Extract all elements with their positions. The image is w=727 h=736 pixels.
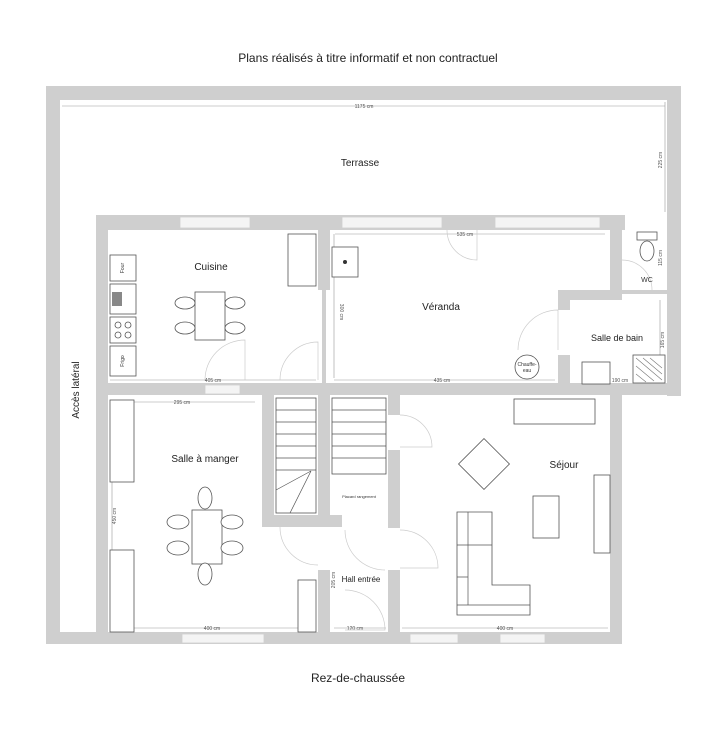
dim-veranda-depth: 300 cm: [338, 304, 344, 320]
toilet-tank: [636, 231, 658, 241]
dining-furniture: [109, 399, 317, 633]
dim-hall-width: 120 cm: [347, 626, 363, 632]
armchair: [457, 437, 511, 491]
cooktop-icon: [109, 316, 137, 344]
sink-icon: [287, 233, 317, 287]
cabinet: [297, 579, 317, 633]
room-label-hall: Hall entrée: [342, 575, 381, 584]
dim-wc-depth: 115 cm: [658, 250, 664, 266]
room-label-sejour: Séjour: [550, 460, 580, 471]
coffee-table: [532, 495, 560, 539]
dim-terrasse-depth: 225 cm: [658, 152, 664, 168]
dim-bain-width: 190 cm: [612, 378, 628, 384]
dim-veranda-top: 535 cm: [457, 232, 473, 238]
four-label: Four: [120, 263, 126, 274]
dim-sejour-width: 400 cm: [497, 626, 513, 632]
dim-cuisine-width: 405 cm: [205, 378, 221, 384]
dim-hall-depth: 205 cm: [331, 572, 337, 588]
level-label: Rez-de-chaussée: [311, 671, 405, 685]
sofa: [456, 511, 531, 616]
kitchen-furniture: [109, 233, 359, 377]
dining-table: [191, 509, 223, 565]
dim-veranda-width: 435 cm: [434, 378, 450, 384]
room-label-salle-de-bain: Salle de bain: [591, 333, 643, 343]
washbasin-icon: [331, 246, 359, 278]
chauffe-eau-label-1: Chauffe-: [517, 362, 536, 368]
bathroom-fixtures: [581, 231, 666, 385]
dim-terrasse-width: 1175 cm: [355, 104, 374, 110]
frigo-label: Frigo: [120, 355, 126, 367]
dining-table: [194, 291, 226, 341]
stairs: [275, 397, 387, 514]
room-label-veranda: Véranda: [422, 302, 460, 313]
room-label-terrasse: Terrasse: [341, 158, 380, 169]
tv-unit: [513, 398, 596, 425]
toilet-icon: [639, 240, 655, 262]
windows: [179, 216, 601, 644]
dim-manger-top: 295 cm: [174, 400, 190, 406]
living-furniture: [456, 398, 611, 616]
room-label-cuisine: Cuisine: [194, 262, 228, 273]
chauffe-eau-label-2: eau: [523, 368, 532, 374]
dimension-lines: [62, 102, 666, 630]
fridge: [109, 345, 137, 377]
room-label-wc: WC: [641, 277, 653, 284]
doors: [204, 229, 653, 631]
room-label-placard: Placard rangement: [342, 494, 377, 499]
room-label-salle-a-manger: Salle à manger: [171, 454, 239, 465]
room-label-acces-lateral: Accès latéral: [71, 361, 82, 418]
bath-sink: [581, 361, 611, 385]
fireplace: [593, 474, 611, 554]
dim-bain-depth: 165 cm: [660, 332, 666, 348]
water-heater: [514, 354, 540, 380]
dim-manger-width: 400 cm: [204, 626, 220, 632]
sideboard: [109, 549, 135, 633]
sideboard: [109, 399, 135, 483]
plan-title: Plans réalisés à titre informatif et non…: [238, 51, 497, 65]
oven: [109, 254, 137, 282]
dim-manger-depth: 450 cm: [112, 508, 118, 524]
